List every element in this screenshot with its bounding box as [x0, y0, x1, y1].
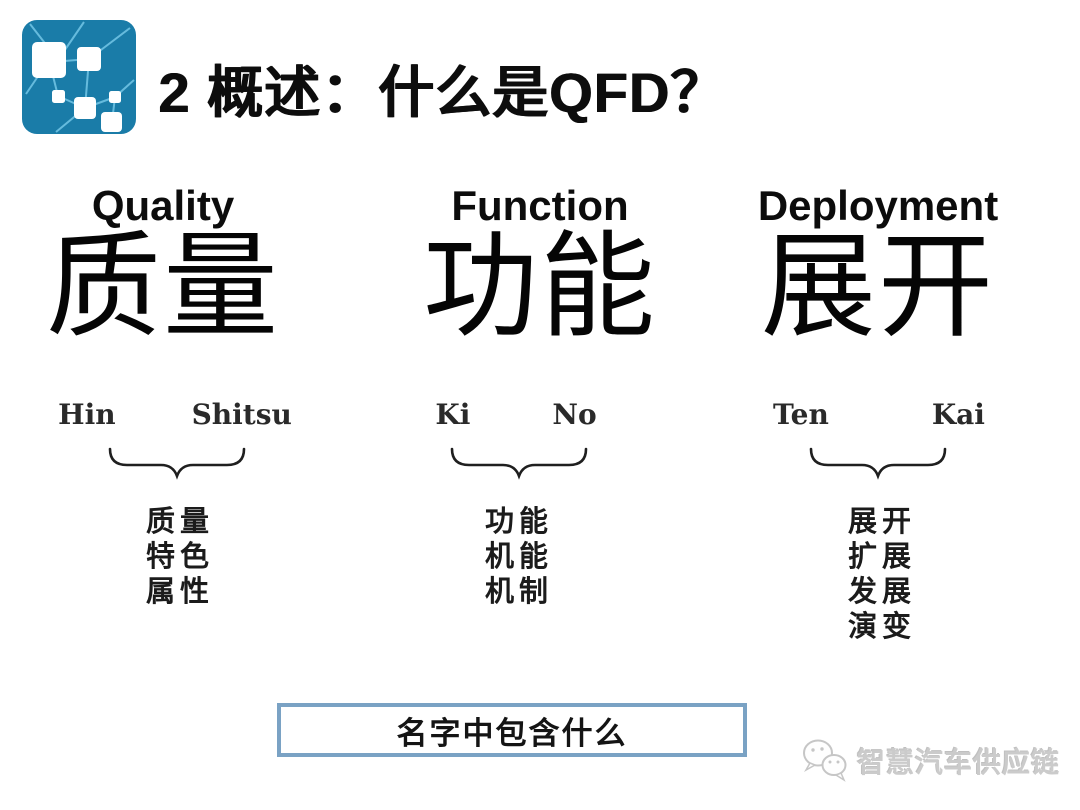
romaji-row: Ten Kai — [729, 398, 1029, 432]
column-deployment: Deployment 展开 Ten Kai 展开 扩展 发展 演变 — [728, 0, 1028, 810]
meaning-item: 机能 — [484, 541, 553, 573]
wechat-bubbles-icon — [799, 736, 851, 787]
meanings-list: 质量 特色 属性 — [30, 505, 330, 610]
meaning-item: 展开 — [847, 506, 916, 538]
meaning-item: 质量 — [145, 506, 214, 538]
summary-box: 名字中包含什么 — [277, 703, 747, 757]
en-label: Function — [451, 182, 629, 229]
romaji-word: Ki — [435, 398, 471, 431]
meaning-item: 功能 — [484, 506, 553, 538]
cjk-word: 展开 — [760, 224, 995, 351]
summary-box-label: 名字中包含什么 — [396, 715, 628, 751]
meaning-item: 属性 — [145, 576, 214, 608]
meaning-item: 特色 — [145, 541, 214, 573]
romaji-word: Shitsu — [191, 398, 292, 431]
meaning-item: 发展 — [847, 576, 916, 608]
romaji-word: No — [552, 398, 597, 431]
underbrace-icon — [728, 446, 1028, 480]
romaji-row: Hin Shitsu — [25, 398, 325, 432]
romaji-word: Ten — [773, 398, 829, 431]
page-title: 2 概述：什么是QFD？ — [158, 61, 727, 124]
en-label: Deployment — [757, 182, 999, 229]
romaji-row: Ki No — [366, 398, 666, 432]
meanings-list: 展开 扩展 发展 演变 — [732, 505, 1032, 645]
meaning-item: 扩展 — [847, 541, 916, 573]
cjk-word: 功能 — [422, 224, 657, 351]
underbrace-icon — [27, 446, 327, 480]
meaning-item: 演变 — [847, 611, 916, 643]
romaji-word: Kai — [931, 398, 985, 431]
cjk-word: 质量 — [45, 224, 280, 351]
column-function: Function 功能 Ki No 功能 机能 机制 — [390, 0, 690, 810]
watermark-label: 智慧汽车供应链 — [857, 747, 1061, 778]
network-nodes-icon — [22, 20, 136, 134]
en-label: Quality — [91, 182, 235, 229]
watermark: 智慧汽车供应链 — [799, 738, 1060, 784]
column-quality: Quality 质量 Hin Shitsu 质量 特色 属性 — [13, 0, 313, 810]
underbrace-icon — [369, 446, 669, 480]
romaji-word: Hin — [58, 398, 116, 431]
meaning-item: 机制 — [484, 576, 553, 608]
meanings-list: 功能 机能 机制 — [369, 505, 669, 610]
